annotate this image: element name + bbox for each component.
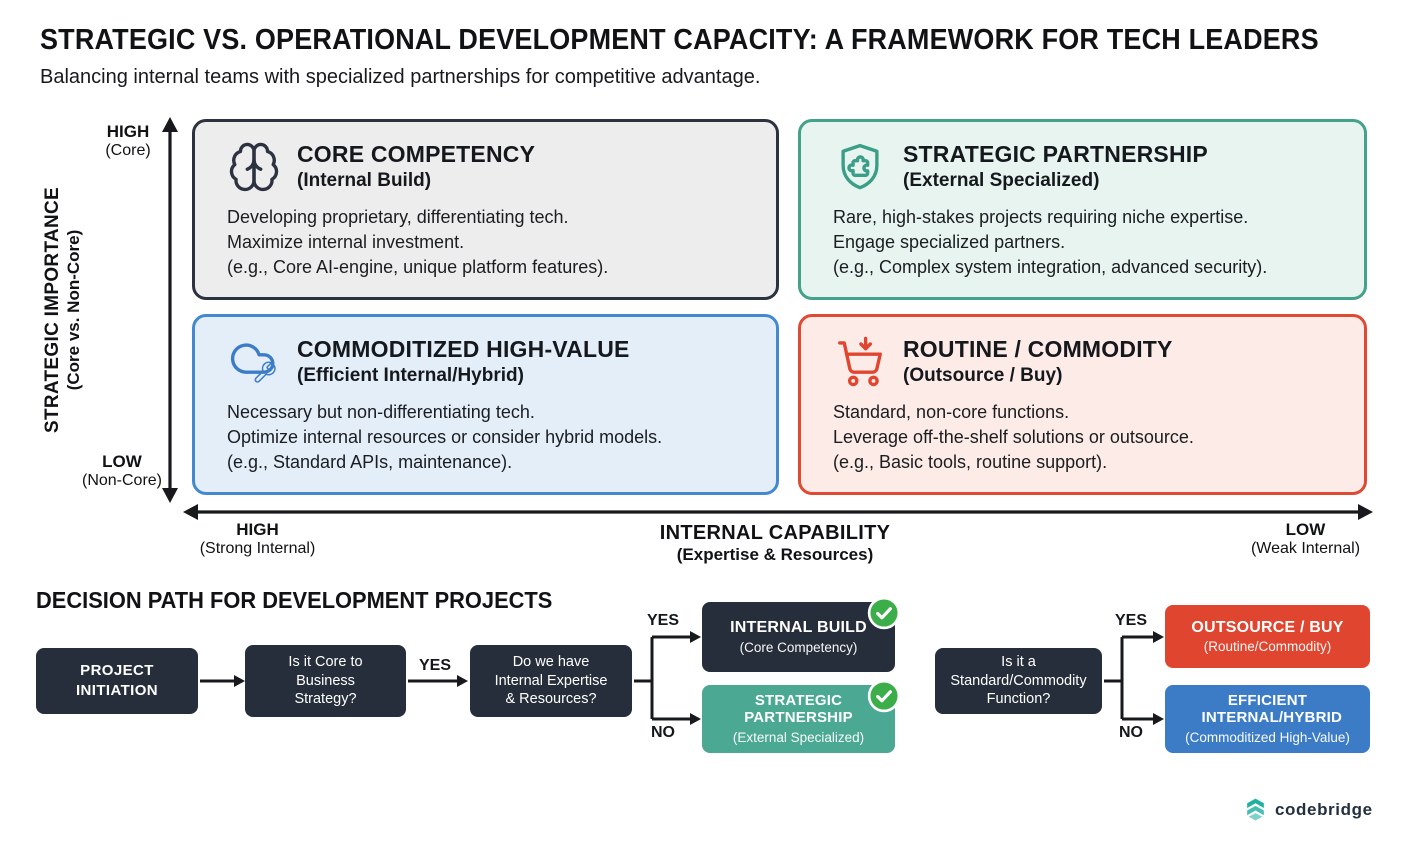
branch-label-no-commodity: NO [1119,724,1143,741]
quadrant-routine-commodity: ROUTINE / COMMODITY (Outsource / Buy) St… [798,314,1367,495]
x-axis-title-sub: (Expertise & Resources) [676,545,874,564]
x-axis-title: INTERNAL CAPABILITY (Expertise & Resourc… [608,522,942,565]
cloud-wrench-icon [227,335,281,389]
x-low-text: LOW [1285,520,1326,539]
quadrant-text-line: (e.g., Basic tools, routine support). [833,452,1108,472]
node-text-line: & Resources? [505,691,597,708]
y-axis-title-main: STRATEGIC IMPORTANCE [42,187,63,433]
quadrant-title: CORE COMPETENCY [297,140,536,167]
node-text-line: Strategy? [294,691,357,708]
quadrant-title: STRATEGIC PARTNERSHIP [903,140,1208,167]
outcome-subtitle: (Commoditized High-Value) [1185,729,1350,745]
check-circle-icon [867,679,901,713]
outcome-title: INTERNAL BUILD [730,619,867,637]
node-question-standard-commodity: Is it a Standard/Commodity Function? [935,648,1102,714]
y-axis-title: STRATEGIC IMPORTANCE (Core vs. Non-Core) [42,126,94,494]
node-text-line: Is it a [1001,653,1036,670]
quadrant-text-line: Maximize internal investment. [227,232,465,252]
codebridge-logo-icon [1247,798,1264,821]
decision-path-heading: DECISION PATH FOR DEVELOPMENT PROJECTS [36,587,553,613]
node-text-line: Standard/Commodity [950,672,1087,689]
y-low-text: LOW [102,452,142,471]
node-text-line: Business [296,672,355,689]
quadrant-strategic-partnership: STRATEGIC PARTNERSHIP (External Speciali… [798,119,1367,300]
page-subtitle: Balancing internal teams with specialize… [40,66,761,88]
quadrant-text-line: (e.g., Complex system integration, advan… [833,257,1268,277]
quadrant-text-line: (e.g., Core AI-engine, unique platform f… [227,257,609,277]
y-high-subtext: (Core) [105,142,151,159]
x-low-subtext: (Weak Internal) [1250,540,1361,557]
x-axis-high-label: HIGH (Strong Internal) [185,520,330,558]
cart-download-icon [833,335,887,389]
node-text-line: Do we have [512,653,590,670]
quadrant-subtitle: (Internal Build) [297,170,432,192]
quadrant-commoditized-high-value: COMMODITIZED HIGH-VALUE (Efficient Inter… [192,314,779,495]
outcome-efficient-hybrid: EFFICIENT INTERNAL/HYBRID (Commoditized … [1165,685,1370,753]
node-text-line: PROJECT [80,661,154,679]
quadrant-subtitle: (External Specialized) [903,170,1100,192]
page-title: STRATEGIC VS. OPERATIONAL DEVELOPMENT CA… [40,24,1319,56]
quadrant-text-line: Optimize internal resources or consider … [227,427,663,447]
outcome-outsource-buy: OUTSOURCE / BUY (Routine/Commodity) [1165,605,1370,668]
x-high-subtext: (Strong Internal) [199,540,316,557]
outcome-strategic-partnership: STRATEGIC PARTNERSHIP (External Speciali… [702,679,901,753]
outcome-title: EFFICIENT INTERNAL/HYBRID [1201,692,1342,726]
check-circle-icon [867,596,901,630]
quadrant-subtitle: (Outsource / Buy) [903,365,1063,387]
outcome-title: OUTSOURCE / BUY [1191,618,1344,636]
puzzle-shield-icon [833,140,887,194]
y-axis-high-label: HIGH (Core) [84,122,172,160]
outcome-title: STRATEGIC PARTNERSHIP [744,692,853,726]
outcome-subtitle: (External Specialized) [732,729,865,745]
codebridge-logo: codebridge [1243,797,1373,822]
node-text-line: INITIATION [75,682,159,699]
quadrant-text-line: Developing proprietary, differentiating … [227,207,569,227]
node-text-line: Is it Core to [288,653,363,670]
branch-label-no-expertise: NO [651,724,675,741]
outcome-internal-build: INTERNAL BUILD (Core Competency) [702,596,901,672]
brain-icon [227,140,281,194]
y-low-subtext: (Non-Core) [81,472,162,489]
codebridge-logo-text: codebridge [1275,799,1373,819]
node-project-initiation: PROJECT INITIATION [36,648,198,714]
y-high-text: HIGH [106,122,150,141]
branch-label-yes-commodity: YES [1114,612,1147,629]
node-question-internal-expertise: Do we have Internal Expertise & Resource… [470,645,632,717]
node-text-line: Function? [986,691,1051,708]
quadrant-text-line: Leverage off-the-shelf solutions or outs… [833,427,1194,447]
quadrant-text-line: Standard, non-core functions. [833,402,1070,422]
outcome-subtitle: (Core Competency) [739,639,858,655]
node-question-core-strategy: Is it Core to Business Strategy? [245,645,406,717]
x-high-text: HIGH [236,520,279,539]
y-axis-low-label: LOW (Non-Core) [74,452,170,490]
quadrant-title: ROUTINE / COMMODITY [903,335,1173,362]
outcome-subtitle: (Routine/Commodity) [1203,639,1332,655]
y-axis-title-sub: (Core vs. Non-Core) [64,229,83,391]
quadrant-subtitle: (Efficient Internal/Hybrid) [297,365,524,387]
quadrant-core-competency: CORE COMPETENCY (Internal Build) Develop… [192,119,779,300]
quadrant-text-line: (e.g., Standard APIs, maintenance). [227,452,513,472]
x-axis-low-label: LOW (Weak Internal) [1233,520,1378,558]
quadrant-text-line: Necessary but non-differentiating tech. [227,402,535,422]
quadrant-text-line: Rare, high-stakes projects requiring nic… [833,207,1249,227]
quadrant-title: COMMODITIZED HIGH-VALUE [297,335,630,362]
node-text-line: Internal Expertise [494,672,608,689]
quadrant-text-line: Engage specialized partners. [833,232,1066,252]
x-axis-title-main: INTERNAL CAPABILITY [659,522,891,544]
branch-label-yes-expertise: YES [646,612,679,629]
branch-label-yes-core: YES [418,657,451,674]
